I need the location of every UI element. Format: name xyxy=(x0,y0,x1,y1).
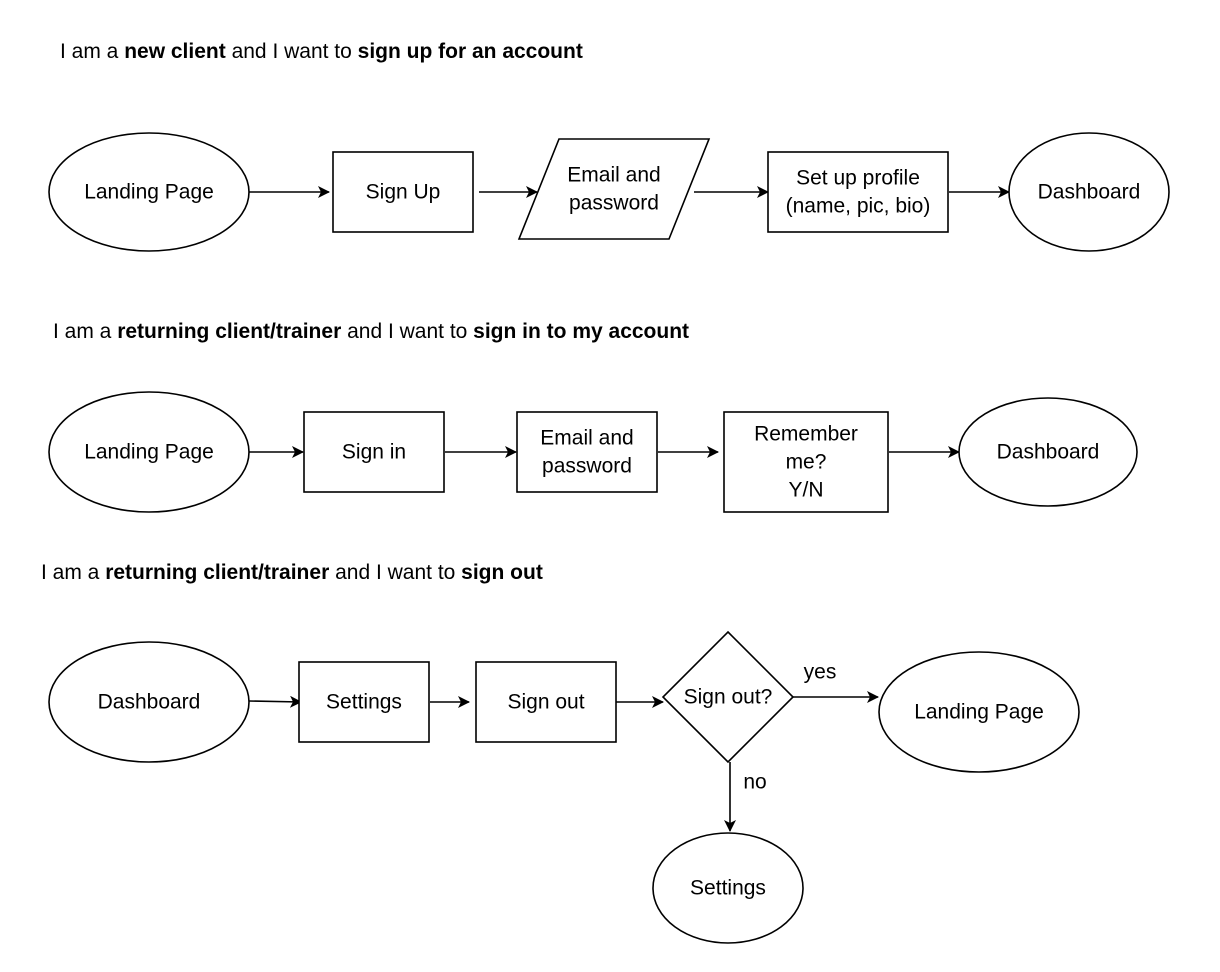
terminal-shape xyxy=(1008,132,1170,252)
node-label: password xyxy=(542,455,632,478)
node-ellipse-dashboard: Dashboard xyxy=(958,397,1138,507)
node-label: Dashboard xyxy=(98,691,201,714)
node-label: Remember xyxy=(754,423,858,446)
node-label: Sign in xyxy=(342,441,406,464)
node-label: Set up profile xyxy=(796,167,920,190)
node-label: Landing Page xyxy=(914,701,1044,724)
nodes-layer: Landing Page Sign Up Email and password Set … xyxy=(48,132,1170,944)
terminal-shape xyxy=(652,832,804,944)
node-label: Sign Up xyxy=(366,181,441,204)
node-input-email: Email and password xyxy=(517,138,711,240)
terminal-shape xyxy=(48,641,250,763)
node-label: password xyxy=(569,192,659,215)
node-process-signout: Sign out xyxy=(475,661,617,743)
node-label: Settings xyxy=(326,691,402,714)
node-ellipse-settings-end: Settings xyxy=(652,832,804,944)
node-label: Sign out? xyxy=(684,686,773,709)
node-process-signin: Sign in xyxy=(303,411,445,493)
decision-shape xyxy=(661,630,795,764)
edge-label-yes: yes xyxy=(804,661,837,684)
process-shape xyxy=(332,151,474,233)
process-shape xyxy=(516,411,658,493)
node-label: me? xyxy=(786,451,827,474)
node-process-email: Email and password xyxy=(516,411,658,493)
edge-label-no: no xyxy=(743,771,766,794)
node-label: Landing Page xyxy=(84,441,214,464)
scenario-3-caption: I am a returning client/trainer and I wa… xyxy=(41,561,543,584)
process-shape xyxy=(298,661,430,743)
scenario-1-caption: I am a new client and I want to sign up … xyxy=(60,40,583,63)
node-label: Email and xyxy=(540,427,633,450)
node-label: Email and xyxy=(567,164,660,187)
node-label: Dashboard xyxy=(997,441,1100,464)
scenario-2-caption: I am a returning client/trainer and I wa… xyxy=(53,320,690,343)
process-shape xyxy=(723,411,889,513)
node-label: Landing Page xyxy=(84,181,214,204)
node-label: Settings xyxy=(690,877,766,900)
process-shape xyxy=(303,411,445,493)
node-label: (name, pic, bio) xyxy=(786,195,931,218)
terminal-shape xyxy=(878,651,1080,773)
input-output-shape xyxy=(517,138,711,240)
node-label: Dashboard xyxy=(1038,181,1141,204)
node-process-settings: Settings xyxy=(298,661,430,743)
node-ellipse-landing: Landing Page xyxy=(878,651,1080,773)
node-label: Y/N xyxy=(788,479,823,502)
arrow-dashboard-to-settings xyxy=(248,695,302,708)
node-label: Sign out xyxy=(507,691,584,714)
terminal-shape xyxy=(48,132,250,252)
node-ellipse-dashboard: Dashboard xyxy=(1008,132,1170,252)
node-ellipse-landing: Landing Page xyxy=(48,132,250,252)
edges-layer xyxy=(248,186,1010,832)
process-shape xyxy=(767,151,949,233)
node-process-signup: Sign Up xyxy=(332,151,474,233)
node-decision-decision: Sign out? xyxy=(661,630,795,764)
node-ellipse-landing: Landing Page xyxy=(48,391,250,513)
edge-labels-layer: yes no xyxy=(743,661,836,794)
node-ellipse-dashboard: Dashboard xyxy=(48,641,250,763)
node-process-remember: Remember me? Y/N xyxy=(723,411,889,513)
terminal-shape xyxy=(48,391,250,513)
process-shape xyxy=(475,661,617,743)
node-process-profile: Set up profile (name, pic, bio) xyxy=(767,151,949,233)
terminal-shape xyxy=(958,397,1138,507)
